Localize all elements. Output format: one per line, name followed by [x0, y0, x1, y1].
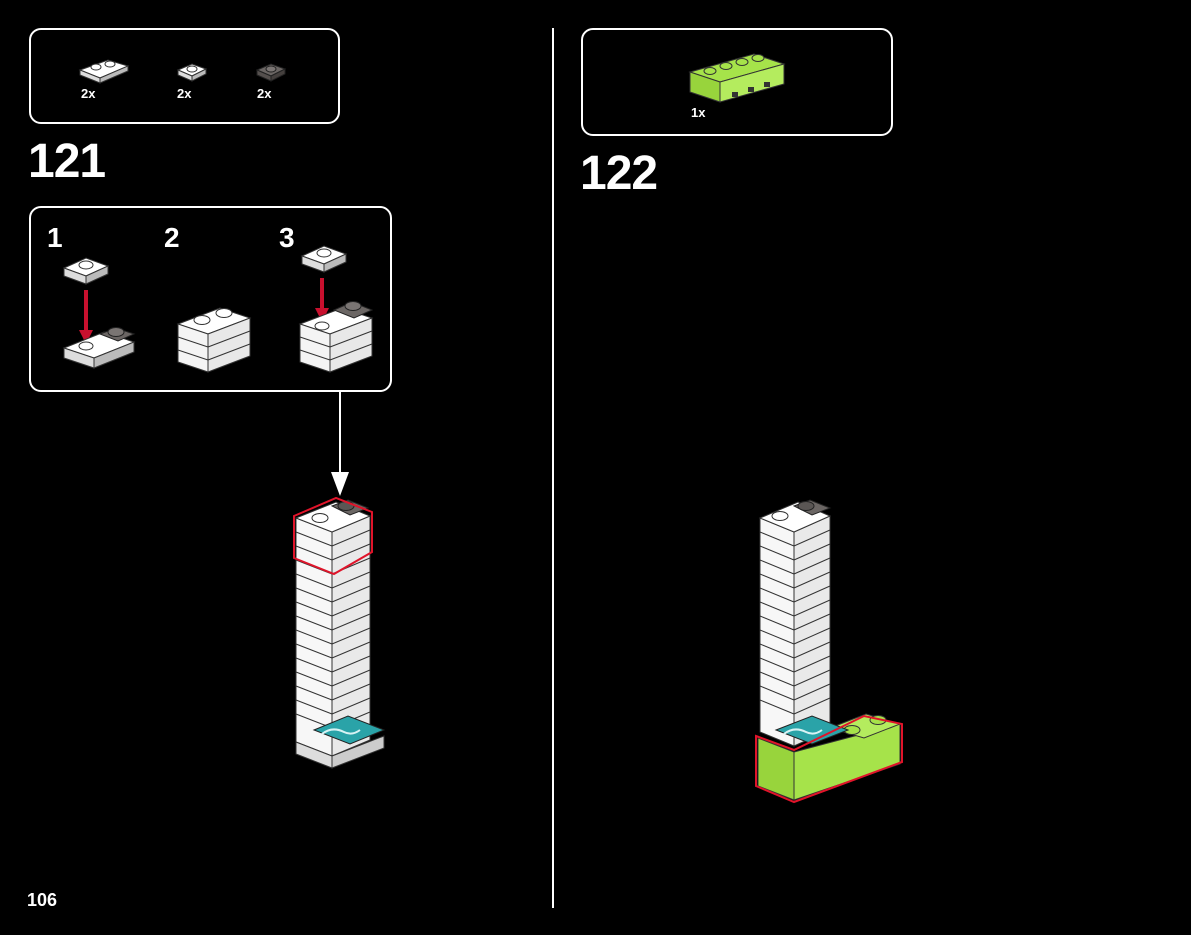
- parts-list-121: [29, 28, 340, 124]
- part-qty: 2x: [177, 86, 192, 101]
- white-plate-1x2-icon: [78, 59, 130, 84]
- part-qty: 1x: [691, 105, 706, 120]
- parts-list-122: [581, 28, 893, 136]
- substep-number: 3: [279, 222, 295, 253]
- step-number: 122: [580, 147, 658, 200]
- substep-1-illustration: [62, 257, 136, 369]
- part-qty: 2x: [257, 86, 272, 101]
- callout-arrow: [331, 392, 349, 496]
- part-qty: 2x: [81, 86, 96, 101]
- substep-2-illustration: [176, 307, 252, 373]
- lime-brick-1x4-icon: [688, 53, 786, 103]
- tower-model-122: [755, 499, 903, 804]
- page-divider: [552, 28, 554, 908]
- substep-number: 2: [164, 222, 180, 253]
- substep-number: 1: [47, 222, 63, 253]
- step-number: 121: [28, 135, 106, 188]
- white-plate-1x1-icon: [176, 63, 208, 82]
- subassembly-callout: [29, 206, 392, 392]
- substep-3-illustration: [298, 245, 374, 373]
- dark-grey-plate-1x1-icon: [255, 63, 287, 82]
- page-number: 106: [27, 890, 58, 910]
- tower-model-121: [293, 496, 386, 769]
